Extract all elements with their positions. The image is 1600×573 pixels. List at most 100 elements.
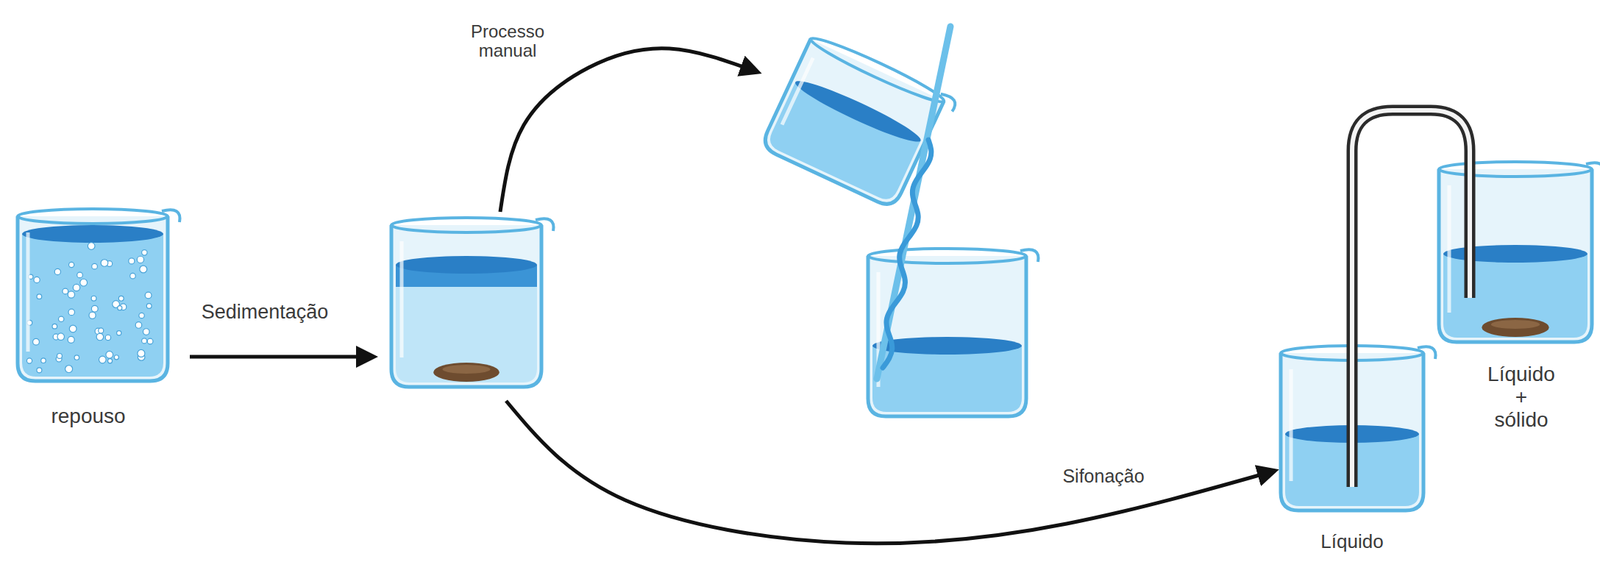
liquid-surface [872, 336, 1022, 355]
siphon-tube-bore [1352, 110, 1470, 487]
particle [99, 356, 107, 364]
sediment-top [442, 364, 490, 374]
particle [54, 268, 61, 275]
beaker-glass [1438, 169, 1592, 343]
beaker-glass [391, 225, 542, 387]
label: Sifonação [1062, 466, 1144, 487]
label: Líquido [1320, 531, 1383, 553]
glass-shine [1289, 369, 1294, 482]
particle [91, 263, 98, 270]
particle [87, 242, 95, 251]
particle [36, 294, 42, 300]
liquid-surface [395, 256, 538, 274]
beaker-spout [1586, 162, 1600, 176]
particle [135, 322, 142, 329]
particle [67, 336, 75, 343]
beaker-spout [161, 209, 181, 223]
particle [77, 272, 84, 279]
particle [98, 328, 104, 334]
particle [136, 256, 144, 263]
beaker-rest [17, 208, 181, 382]
beaker-spout [1417, 346, 1436, 359]
beaker-spout [535, 218, 554, 231]
particle [65, 365, 73, 373]
glass-shine [400, 241, 404, 358]
particle [33, 338, 40, 346]
particle [57, 333, 65, 341]
sediment [433, 362, 500, 382]
beaker-siphon-liquid [1280, 345, 1436, 511]
glass-shine [1447, 185, 1452, 313]
particle [108, 358, 113, 364]
particle [141, 338, 148, 344]
arrow-siphon [506, 400, 1275, 544]
particle [139, 312, 145, 318]
arrow-sedimentation [189, 355, 374, 359]
particle [100, 259, 109, 268]
particle [68, 308, 75, 315]
beaker-decant-receiver [868, 248, 1039, 417]
label: Sedimentação [201, 301, 329, 324]
particle [137, 349, 145, 357]
liquid-surface [22, 225, 164, 243]
beakers [17, 26, 1600, 511]
particle [141, 250, 148, 256]
particle [74, 355, 79, 360]
sediment-top [1491, 320, 1541, 329]
particle [144, 292, 152, 299]
siphon-tube [1352, 110, 1470, 487]
particle [142, 328, 150, 336]
particle [69, 325, 77, 333]
particle [41, 358, 47, 364]
particle [96, 333, 104, 341]
particle [105, 350, 114, 359]
particle [62, 288, 69, 295]
particle [91, 295, 97, 301]
particle [118, 295, 124, 301]
particle [67, 291, 75, 298]
particle [128, 258, 135, 265]
particle [147, 338, 154, 345]
particle [130, 272, 136, 279]
glass-shine [26, 232, 31, 352]
liquid [872, 345, 1022, 412]
particle [146, 303, 152, 309]
label: repouso [50, 405, 126, 429]
particle [114, 355, 119, 360]
beaker-rim [391, 217, 542, 233]
particle [91, 305, 98, 312]
particle [52, 323, 58, 329]
sediment [1481, 317, 1550, 337]
particle [89, 311, 96, 319]
particle [72, 283, 80, 291]
process-arrows [189, 48, 1275, 544]
particle [105, 334, 111, 340]
arrow-manual [500, 48, 758, 212]
beaker-rim [868, 248, 1027, 264]
beaker-rim [1438, 161, 1592, 177]
pouring-stream [882, 139, 932, 368]
label: Líquido + sólido [1487, 363, 1556, 432]
particle [33, 276, 40, 283]
beaker-spout [1020, 249, 1039, 262]
liquid [22, 233, 164, 377]
beaker-siphon-residue [1438, 161, 1600, 343]
beaker-sedimented [391, 217, 554, 387]
particle [80, 278, 88, 287]
particle [26, 358, 32, 364]
beaker-outline [391, 225, 542, 387]
beaker-outline [1438, 169, 1592, 343]
beaker-rim [17, 208, 168, 224]
glass-rod [876, 26, 951, 379]
particle [117, 306, 123, 311]
particle [69, 261, 75, 268]
particle [56, 353, 62, 359]
beaker-glass [17, 216, 168, 382]
liquid-surface [791, 74, 925, 149]
particle [58, 316, 64, 322]
liquid [395, 264, 538, 383]
particle [139, 265, 148, 273]
